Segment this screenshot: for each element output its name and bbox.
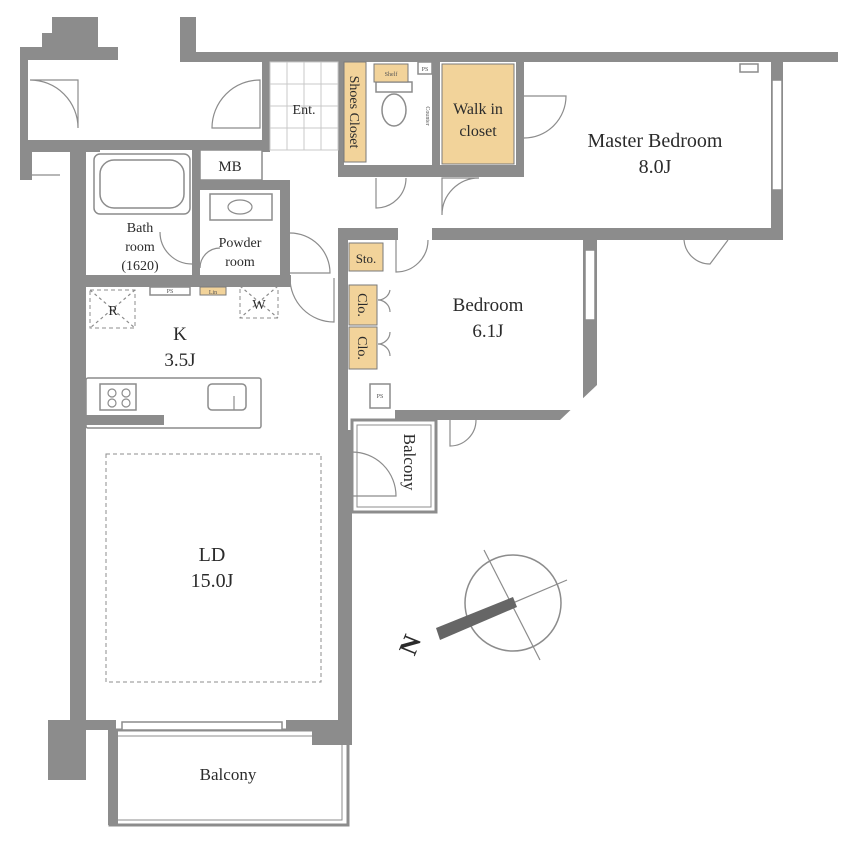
storage-closet (348, 242, 384, 272)
labels: Master Bedroom 8.0J Bedroom 6.1J LD 15.0… (108, 67, 723, 784)
ps-box-top (417, 61, 433, 75)
toilet-icon (375, 81, 413, 127)
closet-2-label: Clo. (354, 336, 369, 360)
walk-in-closet (441, 63, 515, 165)
powder-label-2: room (225, 255, 255, 270)
compass-north-label: N (393, 630, 427, 658)
sink-icon (207, 383, 247, 411)
entrance-floor (269, 61, 339, 151)
room-fills (28, 60, 771, 720)
bedroom-name: Bedroom (453, 295, 524, 316)
entrance-label: Ent. (293, 103, 316, 118)
mb-box (199, 149, 263, 181)
kitchen-wall-stub (86, 415, 164, 425)
ps-bath-label: PS (167, 289, 174, 295)
stove-icon (99, 383, 137, 411)
closet-1-label: Clo. (354, 293, 369, 317)
master-bedroom-name: Master Bedroom (588, 130, 723, 152)
mb-label: MB (218, 159, 241, 175)
walk-in-label-2: closet (459, 123, 497, 140)
bath-label-3: (1620) (121, 259, 159, 274)
shoes-closet-label: Shoes Closet (346, 76, 361, 149)
ps-top-label: PS (422, 67, 429, 73)
ps-bedroom-label: PS (377, 394, 384, 400)
windows (121, 63, 783, 731)
ld-area (105, 453, 322, 683)
bath-label-1: Bath (127, 221, 153, 236)
balcony-side-label: Balcony (400, 434, 419, 491)
walk-in-label-1: Walk in (453, 101, 503, 118)
closet-1 (348, 284, 378, 326)
ps-box-bedroom (369, 383, 391, 409)
bath-label-2: room (125, 240, 155, 255)
washbasin-icon (209, 193, 273, 221)
shelf-label: Shelf (385, 71, 398, 78)
master-bedroom-size: 8.0J (639, 156, 672, 178)
powder-label-1: Powder (219, 236, 262, 251)
ps-box-bath (149, 286, 191, 296)
compass-icon (436, 549, 568, 661)
bathtub-icon (93, 153, 191, 215)
refrigerator-space (89, 289, 136, 329)
washer-label: W (252, 298, 266, 313)
side-balcony (350, 418, 438, 514)
ld-name: LD (199, 544, 226, 566)
closet-2 (348, 326, 378, 370)
linen-label: Lin (209, 290, 217, 296)
ld-size: 15.0J (191, 570, 234, 592)
linen-box (199, 286, 227, 296)
bedroom-size: 6.1J (472, 321, 503, 342)
refrigerator-label: R (108, 304, 118, 319)
storage-label: Sto. (356, 251, 377, 266)
counter-label: Counter (424, 106, 430, 125)
shoes-closet (343, 61, 367, 163)
kitchen-size: 3.5J (164, 350, 195, 371)
shelf-box (373, 63, 409, 83)
doors (27, 79, 729, 497)
kitchen-name: K (173, 324, 187, 345)
balcony-south-label: Balcony (200, 765, 257, 784)
